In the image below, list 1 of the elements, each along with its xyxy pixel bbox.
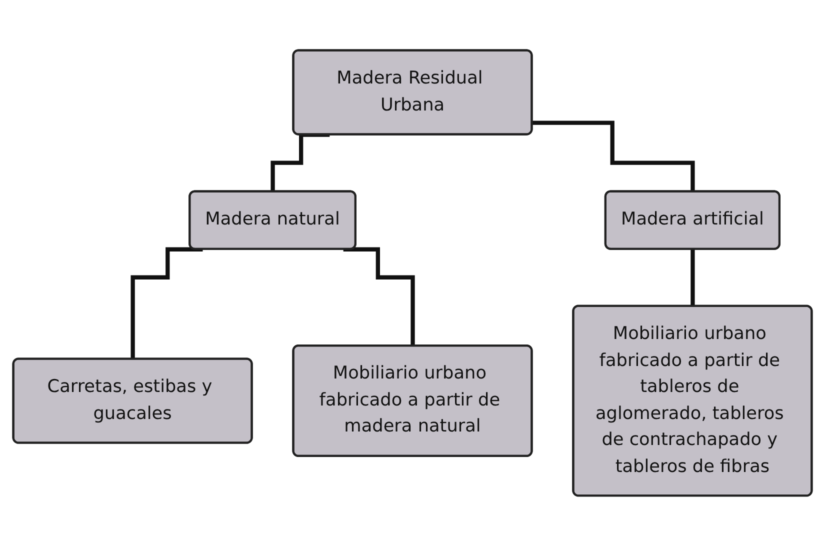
diagram: Madera Residual Urbana Madera natural Madera artificial Carretas, estibas y guacales Mobiliario urbano fabricado a partir de madera natural Mobiliario urbano fabricado a partir de tableros de aglomerado, tableros de contrachapado y tableros de fibras (5, 42, 820, 504)
